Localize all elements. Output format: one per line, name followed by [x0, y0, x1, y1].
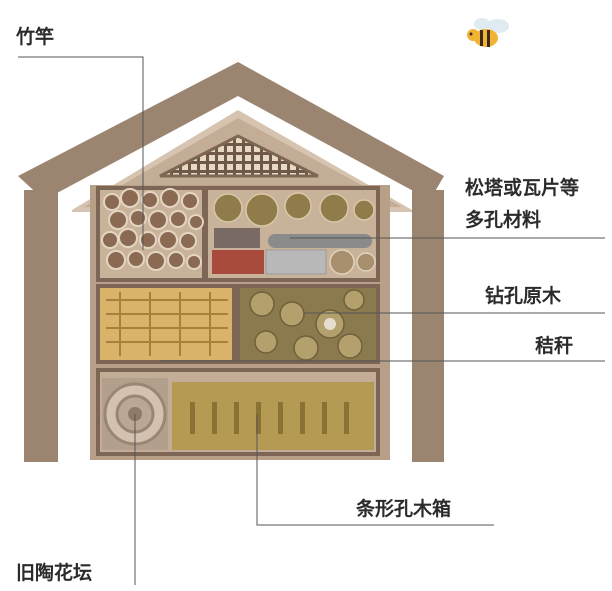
label-porous-line1: 松塔或瓦片等 — [465, 177, 580, 199]
bamboo-compartment — [96, 186, 206, 282]
right-post — [412, 190, 444, 462]
left-post — [24, 190, 58, 462]
label-straw: 秸秆 — [535, 335, 574, 357]
slotted-wood-box — [172, 382, 374, 450]
leader-bamboo — [18, 56, 144, 250]
label-slotted-box: 条形孔木箱 — [356, 498, 452, 520]
straw-compartment — [96, 284, 236, 364]
drilled-wood-compartment — [236, 284, 380, 364]
bottom-row — [96, 368, 380, 456]
label-porous-line2: 多孔材料 — [465, 209, 542, 231]
outer-roof — [18, 62, 444, 462]
gable-mesh-vent — [159, 134, 319, 178]
drilled-hole — [324, 318, 336, 330]
bee-icon — [467, 18, 509, 47]
label-drilled-wood: 钻孔原木 — [485, 285, 562, 307]
label-bamboo: 竹竿 — [16, 26, 55, 48]
leader-lines — [18, 56, 605, 585]
leader-slotted-box — [256, 415, 494, 526]
porous-materials-compartment — [204, 186, 380, 282]
label-old-flowerpot: 旧陶花坛 — [16, 562, 93, 584]
